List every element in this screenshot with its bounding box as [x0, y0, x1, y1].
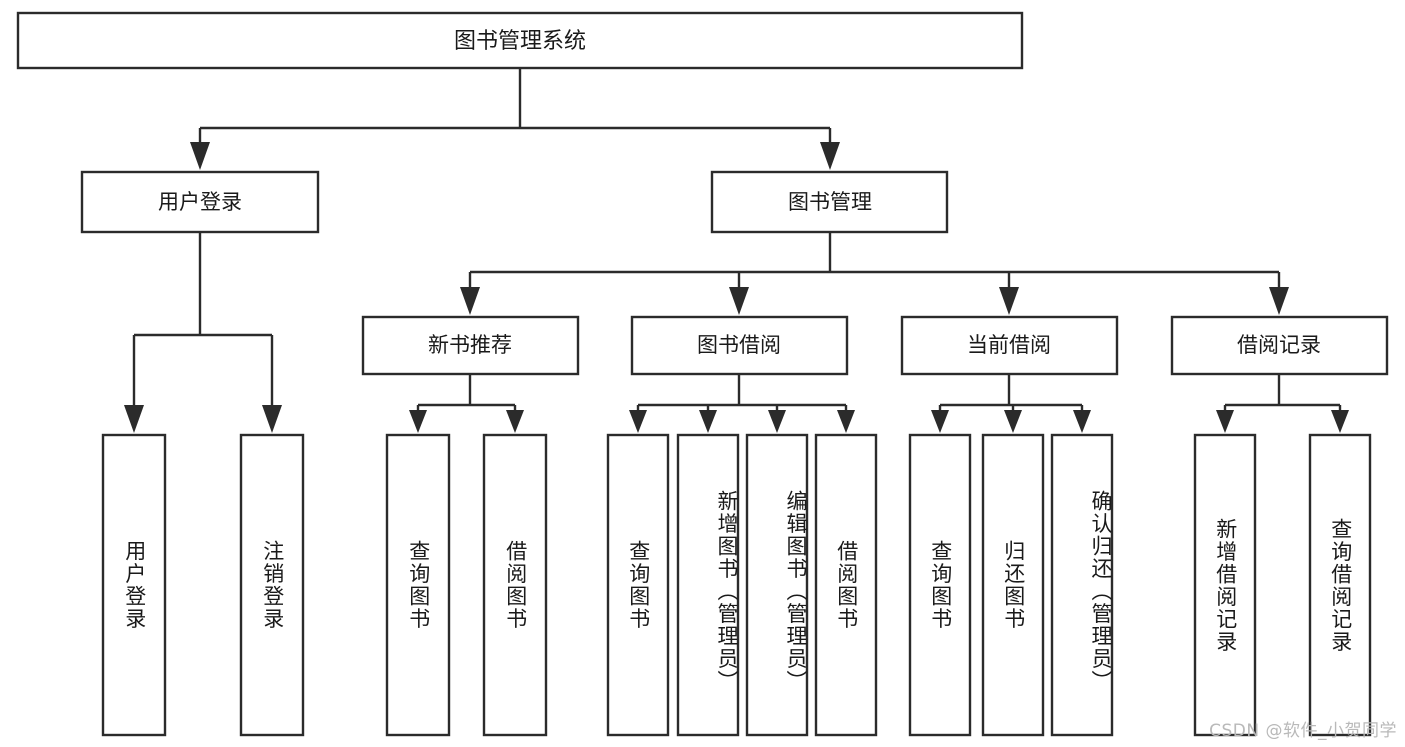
- node-label-current-borrow: 当前借阅: [967, 333, 1051, 357]
- node-box-leaf-user-login[interactable]: [101, 433, 167, 737]
- arrow-icon-leaf-query-book-recommend: [409, 410, 427, 433]
- arrow-icon-leaf-logout-login: [262, 405, 282, 433]
- node-box-leaf-add-borrow-record[interactable]: [1193, 433, 1257, 737]
- arrow-icon-leaf-query-book-current: [931, 410, 949, 433]
- node-box-leaf-query-borrow-record[interactable]: [1308, 433, 1372, 737]
- arrowheads-layer: [124, 142, 1349, 433]
- arrow-icon-leaf-add-borrow-record: [1216, 410, 1234, 433]
- arrow-icon-leaf-query-borrow-record: [1331, 410, 1349, 433]
- node-box-current-borrow[interactable]: [900, 315, 1119, 376]
- node-box-title[interactable]: [16, 11, 1024, 70]
- arrow-icon-leaf-borrow-book-recommend: [506, 410, 524, 433]
- node-label-new-book-recommend: 新书推荐: [428, 333, 512, 357]
- node-box-leaf-add-book-admin[interactable]: [676, 433, 740, 737]
- node-label-user-login: 用户登录: [158, 190, 242, 214]
- node-box-leaf-borrow-book-recommend[interactable]: [482, 433, 548, 737]
- csdn-watermark: CSDN @软件_小贺同学: [1209, 721, 1397, 741]
- arrow-icon-leaf-borrow-book: [837, 410, 855, 433]
- arrow-icon-book-borrow: [729, 287, 749, 315]
- arrow-icon-leaf-add-book-admin: [699, 410, 717, 433]
- node-label-borrow-record: 借阅记录: [1237, 333, 1321, 357]
- node-box-new-book-recommend[interactable]: [361, 315, 580, 376]
- arrow-icon-leaf-user-login: [124, 405, 144, 433]
- arrow-icon-leaf-query-book-borrow: [629, 410, 647, 433]
- node-label-book-borrow: 图书借阅: [697, 333, 781, 357]
- arrow-icon-new-book-recommend: [460, 287, 480, 315]
- node-box-leaf-confirm-return-admin[interactable]: [1050, 433, 1114, 737]
- node-box-leaf-query-book-borrow[interactable]: [606, 433, 670, 737]
- node-box-leaf-query-book-recommend[interactable]: [385, 433, 451, 737]
- node-box-book-borrow[interactable]: [630, 315, 849, 376]
- node-box-leaf-return-book[interactable]: [981, 433, 1045, 737]
- nodes-layer: 图书管理系统 用户登录 图书管理 新书推荐 图书借阅 当前借阅 借阅记录: [16, 11, 1389, 737]
- arrow-icon-leaf-edit-book-admin: [768, 410, 786, 433]
- node-box-borrow-record[interactable]: [1170, 315, 1389, 376]
- node-label-title: 图书管理系统: [454, 29, 586, 54]
- arrow-icon-current-borrow: [999, 287, 1019, 315]
- arrow-icon-borrow-record: [1269, 287, 1289, 315]
- arrow-icon-book-management: [820, 142, 840, 170]
- arrow-icon-leaf-confirm-return-admin: [1073, 410, 1091, 433]
- node-label-book-management: 图书管理: [788, 190, 872, 214]
- node-box-leaf-edit-book-admin[interactable]: [745, 433, 809, 737]
- node-box-leaf-query-book-current[interactable]: [908, 433, 972, 737]
- node-box-user-login[interactable]: [80, 170, 320, 234]
- arrow-icon-user-login: [190, 142, 210, 170]
- node-box-leaf-logout-login[interactable]: [239, 433, 305, 737]
- arrow-icon-leaf-return-book: [1004, 410, 1022, 433]
- node-box-book-management[interactable]: [710, 170, 949, 234]
- node-box-leaf-borrow-book[interactable]: [814, 433, 878, 737]
